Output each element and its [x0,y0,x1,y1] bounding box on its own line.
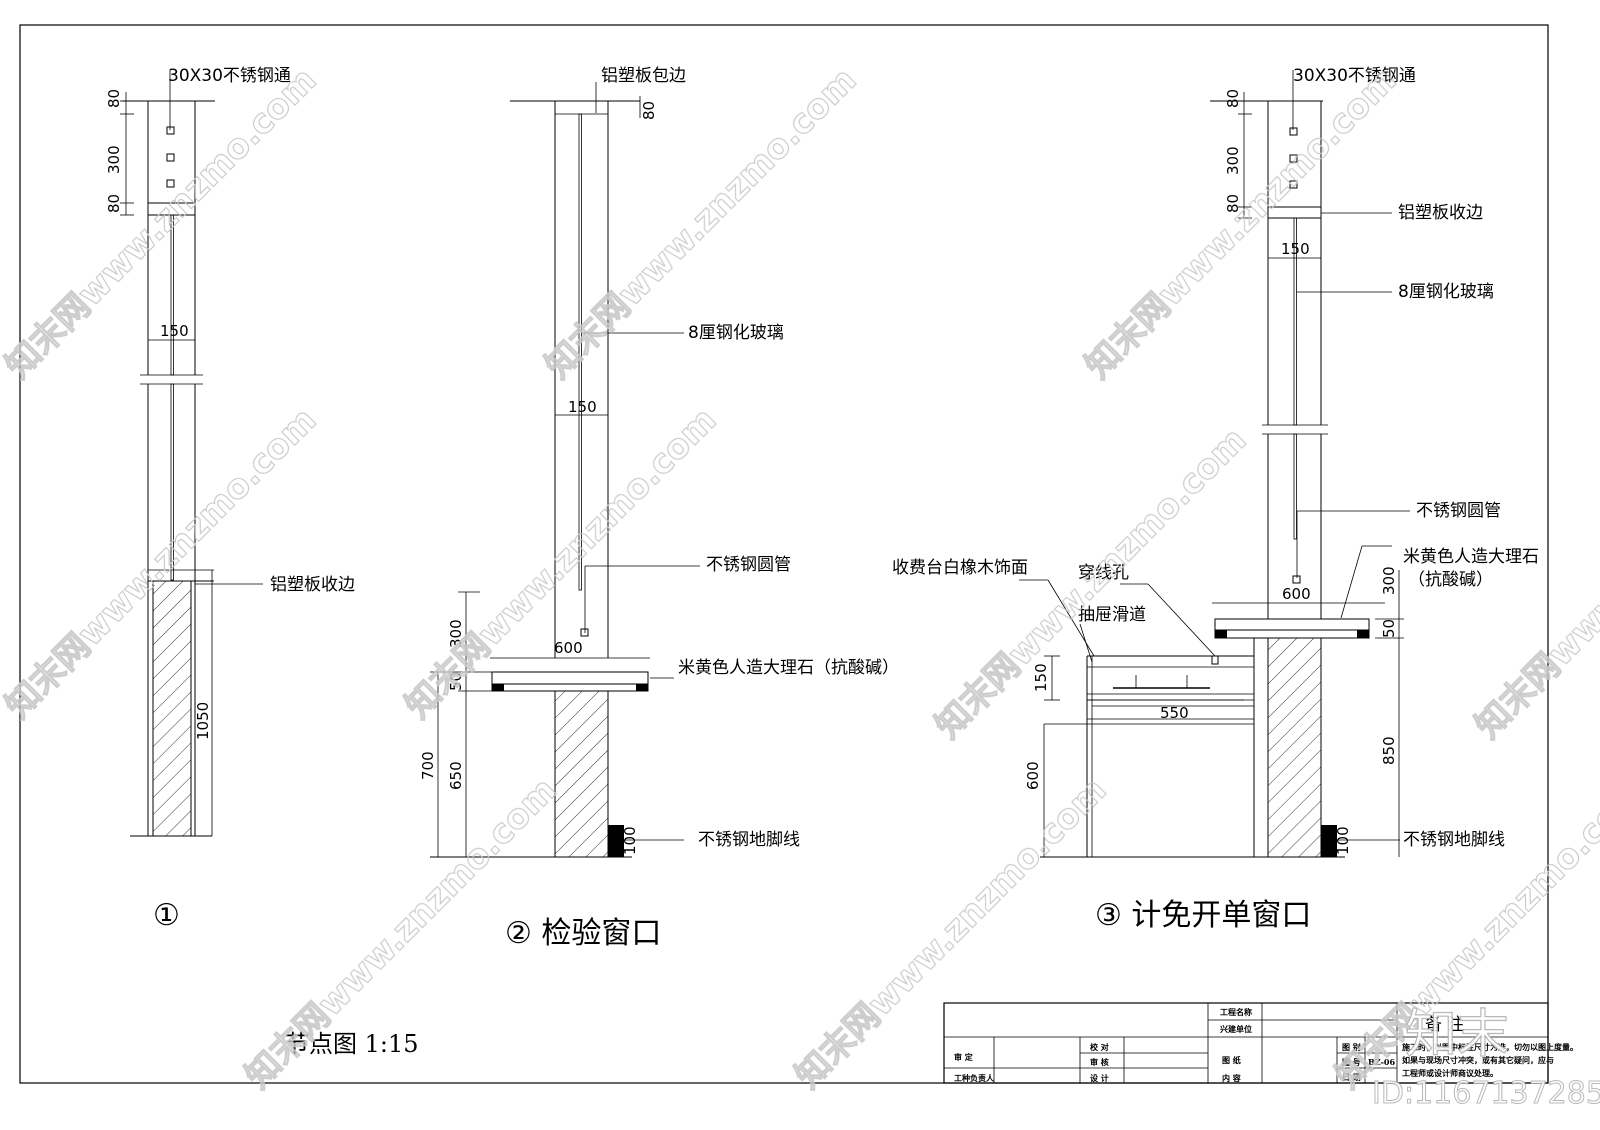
d2-dim-700: 700 [419,751,437,780]
title-block: 工程名称 兴建单位 审 定 工种负责人 校 对 审 核 设 计 图 纸 内 容 … [943,1002,1578,1084]
d3-stone-label-2: （抗酸碱） [1408,570,1493,590]
watermark-id: ID:1167137285 [1372,1076,1600,1111]
d2-caption: ② 检验窗口 [505,916,661,951]
d3-tube-label: 不锈钢圆管 [1416,501,1501,521]
d3-dim-600: 600 [1282,585,1311,603]
tb-notes-2: 如果与现场尺寸冲突，或有其它疑问，应与 [1402,1055,1554,1065]
d3-hole-label: 穿线孔 [1078,563,1129,583]
d3-drawer-label: 抽屉滑道 [1078,605,1146,625]
d3-dim-80a: 80 [1224,89,1242,108]
d2-dim-650: 650 [447,761,465,790]
d3-top-label: 30X30不锈钢通 [1293,66,1416,86]
tb-date: 日 期 [1342,1072,1361,1082]
d2-dim-50: 50 [447,672,465,691]
d3-edge-label: 铝塑板收边 [1398,203,1483,223]
tb-check: 校 对 [1090,1042,1109,1052]
d1-caption: ① [153,898,180,933]
d1-dim-300: 300 [105,145,123,174]
d3-dim-100: 100 [1334,826,1352,855]
d3-dim-300: 300 [1224,146,1242,175]
watermark-logo: 知末 [1405,1005,1509,1065]
d1-top-label: 30X30不锈钢通 [168,66,291,86]
d3-dim-80b: 80 [1224,194,1242,213]
tb-number-value: BZ-06 [1368,1057,1395,1067]
detail-2: 铝塑板包边 8厘钢化玻璃 不锈钢圆管 米黄色人造大理石（抗酸碱） 不锈钢地脚线 … [419,66,899,951]
d3-glass-label: 8厘钢化玻璃 [1398,282,1494,302]
tb-approve: 审 定 [954,1052,973,1062]
d3-caption: ③ 计免开单窗口 [1095,898,1311,933]
tb-drawing: 图 纸 [1222,1055,1241,1065]
d3-dim-150b: 150 [1032,663,1050,692]
d2-top-label: 铝塑板包边 [601,66,686,86]
d2-skirting-label: 不锈钢地脚线 [698,830,800,850]
d1-dim-80b: 80 [105,194,123,213]
tb-notes-1: 施工时，以图中标注尺寸为准，切勿以图上度量。 [1402,1042,1578,1052]
tb-design: 设 计 [1090,1073,1109,1083]
tb-category: 图 别 [1342,1042,1361,1052]
d1-dim-150: 150 [160,322,189,340]
detail-1: 30X30不锈钢通 铝塑板收边 80 300 80 150 1050 ① [105,66,355,933]
d3-dim-50: 50 [1380,619,1398,638]
d3-dim-600b: 600 [1024,761,1042,790]
d3-stone-label-1: 米黄色人造大理石 [1403,547,1539,567]
d1-dim-80a: 80 [105,89,123,108]
watermark-text: 知末网www.znzmo.com [788,770,1114,1096]
d2-dim-150: 150 [568,398,597,416]
d2-dim-80: 80 [640,101,658,120]
d2-glass-label: 8厘钢化玻璃 [688,323,784,343]
tb-content: 内 容 [1222,1073,1241,1083]
tb-project-name: 工程名称 [1220,1007,1252,1017]
d2-dim-100: 100 [621,826,639,855]
watermark-layer: 知末网www.znzmo.com 知末网www.znzmo.com 知末网www… [0,60,1600,1112]
d1-dim-1050: 1050 [194,702,212,740]
detail-3: 30X30不锈钢通 铝塑板收边 8厘钢化玻璃 不锈钢圆管 米黄色人造大理石 （抗… [892,66,1539,933]
d1-edge-label: 铝塑板收边 [270,575,355,595]
tb-builder: 兴建单位 [1220,1024,1252,1034]
tb-review: 审 核 [1090,1057,1109,1067]
drawing-title: 节点图 1:15 [285,1030,419,1058]
d3-skirting-label: 不锈钢地脚线 [1403,830,1505,850]
tb-notes-title: 备 注 [1425,1015,1464,1035]
d2-dim-300: 300 [447,619,465,648]
d2-stone-label: 米黄色人造大理石（抗酸碱） [678,658,899,678]
d3-dim-150: 150 [1281,240,1310,258]
tb-number: 图 号 [1342,1057,1361,1067]
d3-dim-300b: 300 [1380,566,1398,595]
drawing-frame [19,24,1549,1084]
d3-counter-label: 收费台白橡木饰面 [892,558,1028,578]
tb-notes-3: 工程师或设计师商议处理。 [1402,1068,1498,1078]
d2-dim-600: 600 [554,639,583,657]
d3-dim-850: 850 [1380,736,1398,765]
tb-engineer: 工种负责人 [954,1073,995,1083]
watermark-text: 知末网www.znzmo.com [1078,60,1404,386]
d2-tube-label: 不锈钢圆管 [706,555,791,575]
d3-dim-550: 550 [1160,704,1189,722]
watermark-text: 知末网www.znzmo.com [928,420,1254,746]
